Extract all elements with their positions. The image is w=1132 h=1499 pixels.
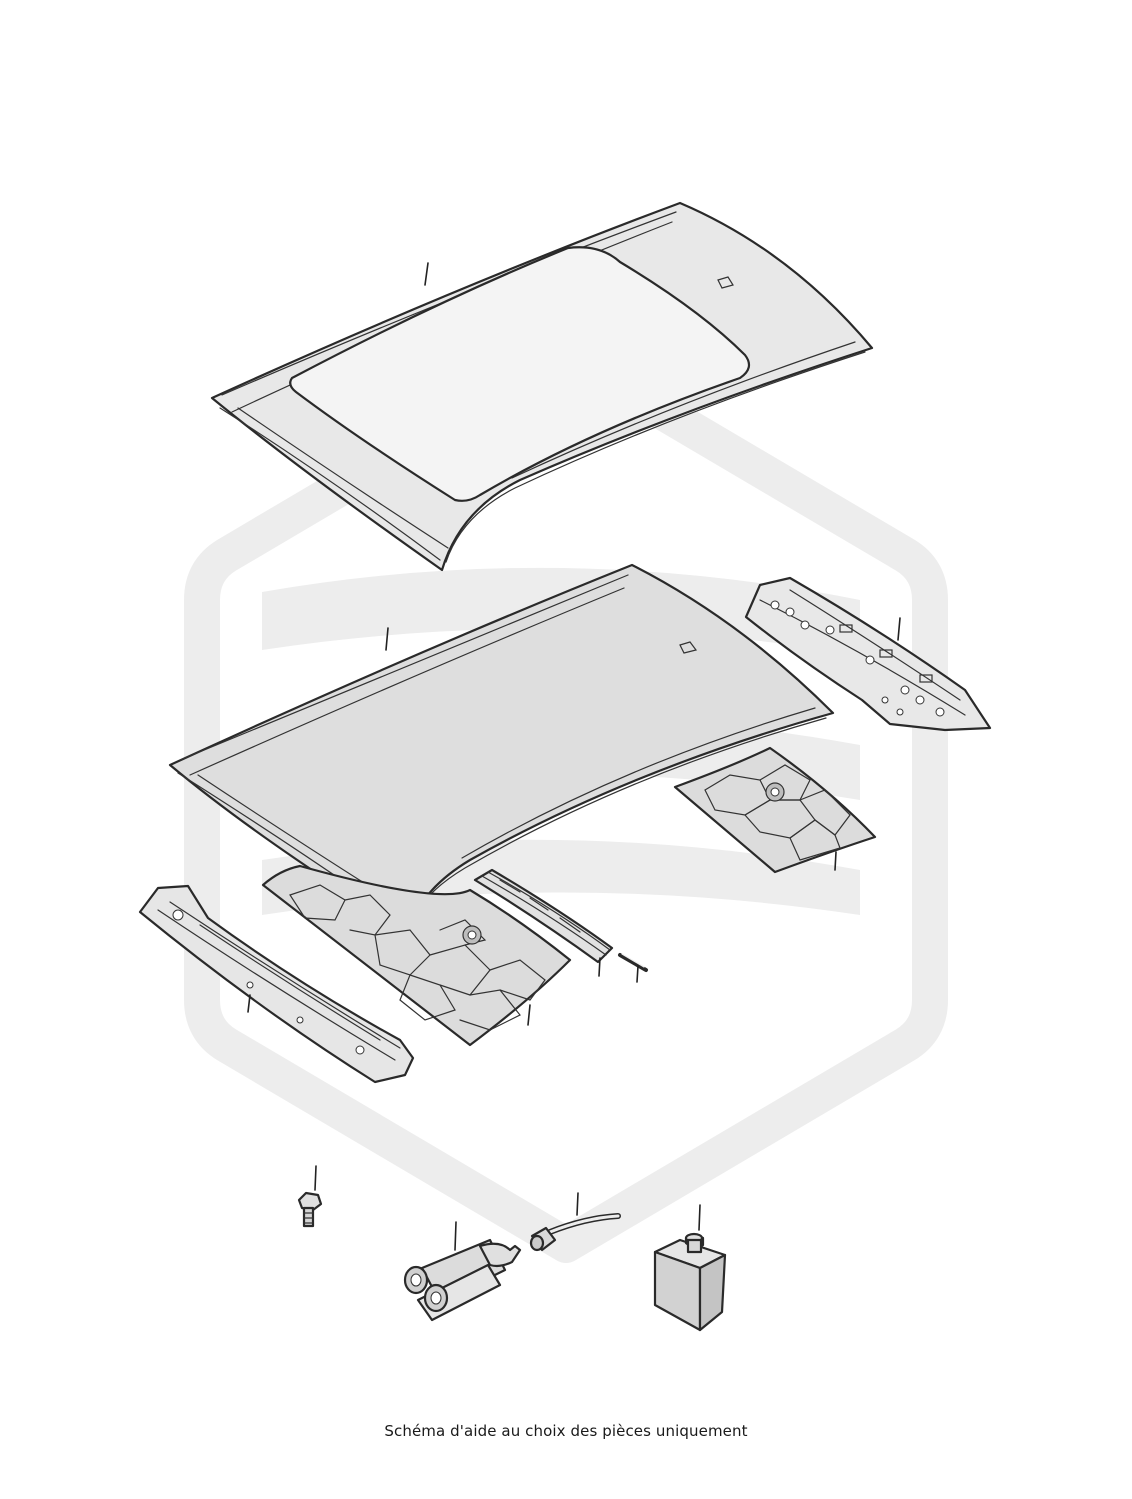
- adhesive-cartridge: [403, 1221, 522, 1322]
- primer-bottle: [653, 1204, 727, 1332]
- rear-damping-mat: [673, 746, 877, 874]
- front-roof-crossmember: [138, 884, 415, 1084]
- nozzle-hose: [529, 1192, 621, 1252]
- front-damping-mat: [261, 864, 572, 1047]
- diagram-caption: Schéma d'aide au choix des pièces unique…: [384, 1422, 748, 1440]
- bolt: [297, 1165, 323, 1228]
- roof-bow-strip: [473, 868, 614, 977]
- roof-panel-sunroof: [210, 201, 874, 572]
- rear-roof-crossmember: [744, 576, 992, 732]
- small-pin: [618, 953, 648, 983]
